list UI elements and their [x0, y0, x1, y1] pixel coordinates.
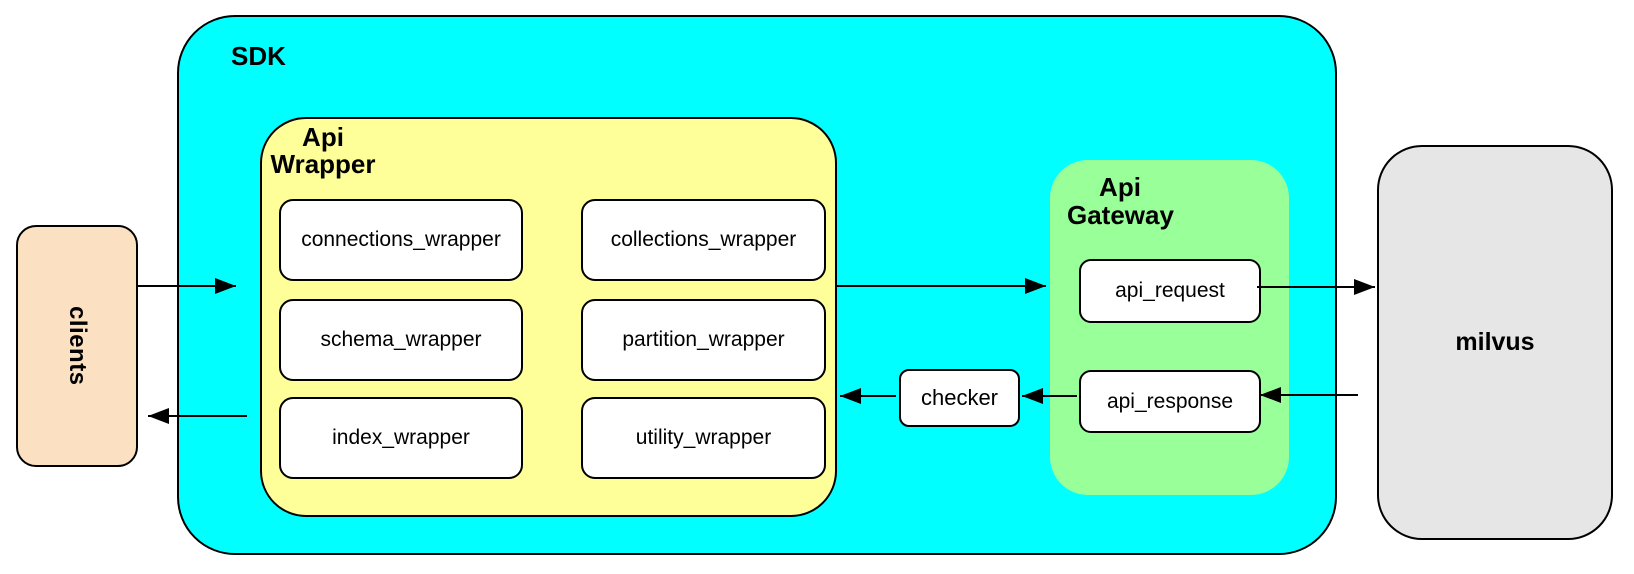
- sdk-label: SDK: [231, 41, 286, 71]
- collections-wrapper-label: collections_wrapper: [610, 228, 797, 251]
- checker-label: checker: [920, 385, 999, 410]
- clients-node: clients: [16, 225, 138, 467]
- utility-wrapper-label: utility_wrapper: [635, 426, 772, 449]
- connections-wrapper-label: connections_wrapper: [301, 228, 501, 251]
- api-response-label: api_response: [1106, 389, 1234, 413]
- node-api-request: api_request: [1079, 259, 1261, 323]
- api-request-label: api_request: [1115, 279, 1225, 302]
- node-partition-wrapper: partition_wrapper: [581, 299, 826, 381]
- milvus-label: milvus: [1455, 328, 1535, 356]
- sdk-container: SDK Api Wrapper connections_wrapper coll…: [177, 15, 1337, 555]
- api-gateway-container: Api Gateway api_request api_response: [1050, 160, 1289, 495]
- partition-wrapper-label: partition_wrapper: [622, 328, 785, 351]
- node-api-response: api_response: [1079, 370, 1261, 433]
- node-utility-wrapper: utility_wrapper: [581, 397, 826, 479]
- index-wrapper-label: index_wrapper: [332, 426, 470, 449]
- node-collections-wrapper: collections_wrapper: [581, 199, 826, 281]
- node-index-wrapper: index_wrapper: [279, 397, 523, 479]
- checker-node: checker: [899, 369, 1020, 427]
- node-connections-wrapper: connections_wrapper: [279, 199, 523, 281]
- api-gateway-label: Api Gateway: [1067, 172, 1174, 230]
- clients-label: clients: [64, 306, 91, 386]
- milvus-node: milvus: [1377, 145, 1613, 540]
- api-wrapper-container: Api Wrapper connections_wrapper collecti…: [260, 117, 837, 517]
- api-wrapper-label: Api Wrapper: [270, 122, 376, 179]
- node-schema-wrapper: schema_wrapper: [279, 299, 523, 381]
- schema-wrapper-label: schema_wrapper: [320, 328, 482, 351]
